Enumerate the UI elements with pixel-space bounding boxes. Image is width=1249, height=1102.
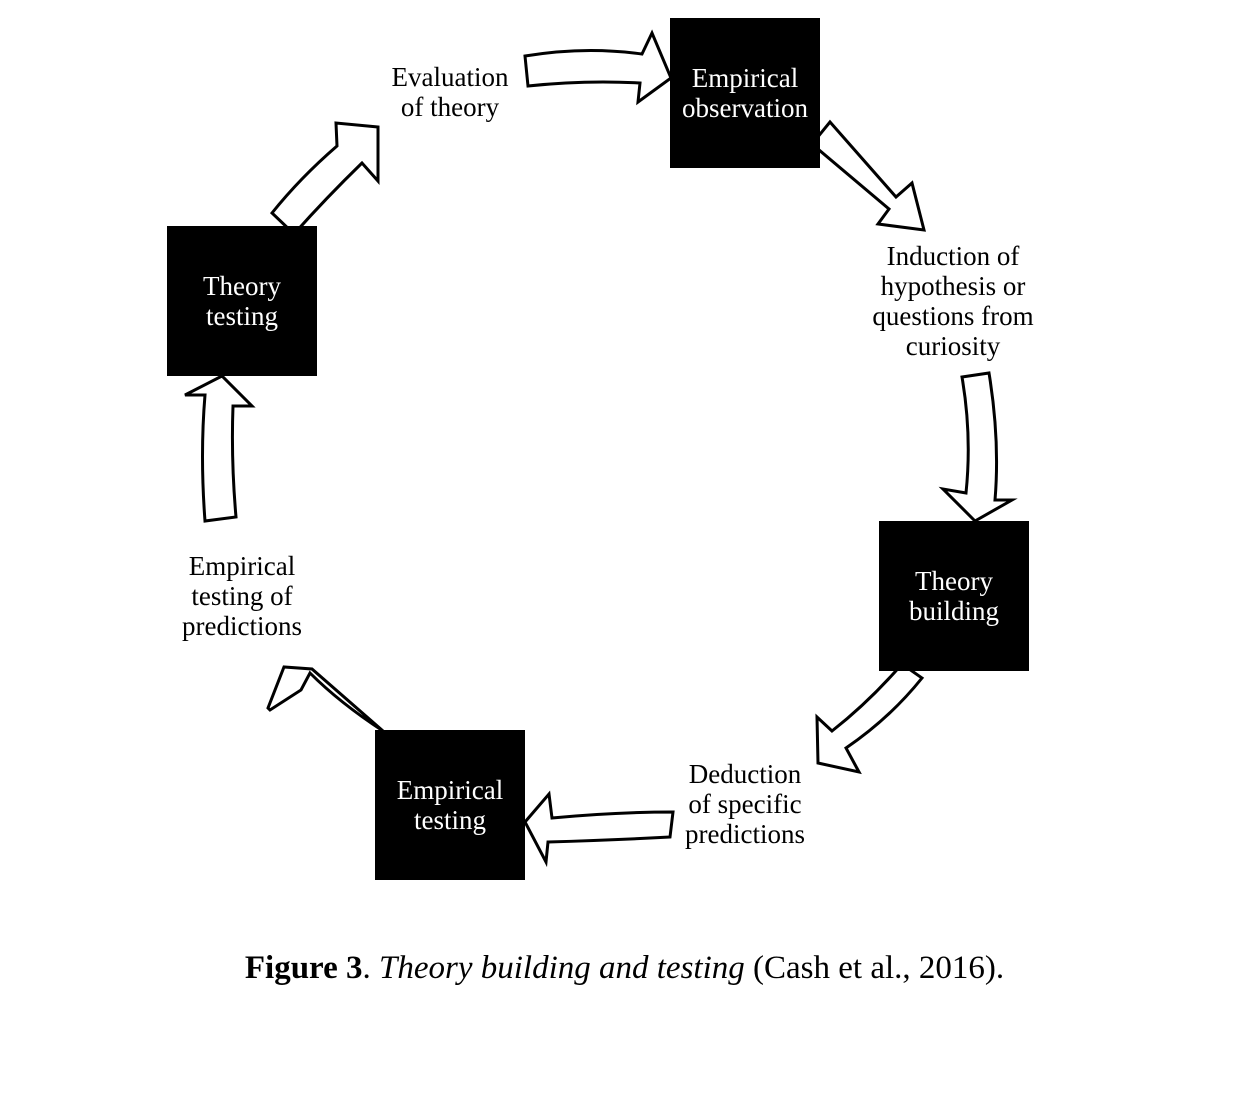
figure-citation: (Cash et al., 2016). bbox=[744, 950, 1005, 986]
arrow-theory-testing-to-evaluation bbox=[269, 121, 380, 237]
box-theory-building: Theory building bbox=[879, 521, 1029, 671]
arrow-theory-building-to-deduction bbox=[815, 661, 925, 775]
caption-separator: . bbox=[362, 950, 380, 986]
box-theory-testing: Theory testing bbox=[167, 226, 317, 376]
box-empirical-observation: Empirical observation bbox=[670, 18, 820, 168]
arrow-predictions-to-theory-testing bbox=[184, 374, 256, 523]
label-induction-of-hypothesis: Induction of hypothesis or questions fro… bbox=[872, 241, 1034, 361]
arrow-empirical-testing-to-predictions bbox=[266, 665, 384, 733]
figure-caption: Figure 3. Theory building and testing (C… bbox=[0, 948, 1249, 988]
figure-title: Theory building and testing bbox=[379, 950, 745, 986]
label-empirical-testing-of-predictions: Empirical testing of predictions bbox=[182, 551, 302, 641]
arrow-deduction-to-empirical-testing bbox=[523, 790, 675, 868]
figure-label: Figure 3 bbox=[244, 950, 363, 986]
arrow-induction-to-theory-building bbox=[938, 371, 1018, 523]
label-deduction-of-predictions: Deduction of specific predictions bbox=[685, 759, 805, 849]
box-empirical-testing: Empirical testing bbox=[375, 730, 525, 880]
arrow-observation-to-induction bbox=[809, 119, 927, 232]
label-evaluation-of-theory: Evaluation of theory bbox=[391, 62, 509, 122]
arrow-evaluation-to-observation bbox=[523, 29, 673, 106]
